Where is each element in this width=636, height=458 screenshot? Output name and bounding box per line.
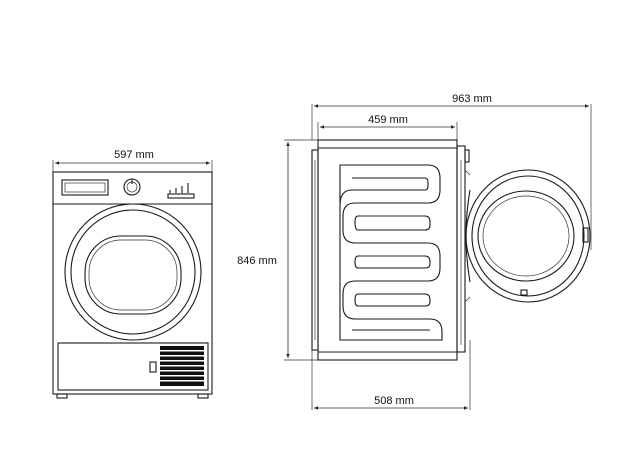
total-depth-dimension: 963 mm (311, 92, 592, 250)
display-indicators (167, 183, 195, 199)
open-door (464, 169, 591, 303)
front-view: 597 mm (52, 148, 213, 399)
total-depth-label: 963 mm (452, 93, 492, 105)
body-depth-label: 459 mm (368, 114, 408, 126)
height-dimension: 846 mm (232, 139, 318, 361)
front-door (64, 203, 202, 341)
door-handle (582, 227, 589, 243)
ventilation-grille (160, 346, 204, 386)
control-panel (61, 178, 195, 199)
height-label: 846 mm (237, 255, 277, 267)
bottom-panel (57, 342, 209, 391)
side-view: 963 mm 459 mm 846 mm 508 mm (232, 92, 592, 410)
depth-with-door-label: 508 mm (374, 395, 414, 407)
body-depth-dimension: 459 mm (317, 113, 458, 140)
front-width-label: 597 mm (114, 149, 154, 161)
depth-with-door-dimension: 508 mm (311, 340, 471, 410)
internal-heat-exchanger (339, 164, 443, 341)
side-cabinet (317, 139, 458, 361)
front-cabinet (52, 171, 213, 395)
front-width-dimension: 597 mm (52, 148, 213, 172)
detergent-drawer (61, 179, 109, 196)
